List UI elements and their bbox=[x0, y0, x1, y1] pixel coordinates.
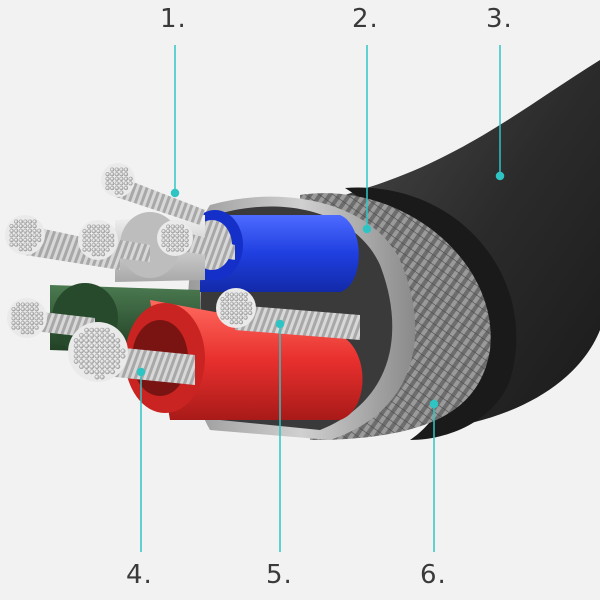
callout-number-1: 1. bbox=[160, 4, 187, 34]
strand-right bbox=[235, 305, 360, 340]
callout-number-4: 4. bbox=[126, 560, 153, 590]
callout-number-2: 2. bbox=[352, 4, 379, 34]
leader-dot-1 bbox=[170, 188, 180, 198]
callout-number-3: 3. bbox=[486, 4, 513, 34]
callout-number-5: 5. bbox=[266, 560, 293, 590]
leader-dot-4 bbox=[136, 367, 146, 377]
strand-top-1 bbox=[110, 175, 205, 225]
leader-lines bbox=[136, 45, 505, 552]
leader-dot-3 bbox=[495, 171, 505, 181]
strand-end-center bbox=[157, 220, 193, 256]
callout-number-6: 6. bbox=[420, 560, 447, 590]
leader-dot-2 bbox=[362, 224, 372, 234]
leader-dot-5 bbox=[275, 319, 285, 329]
leader-dot-6 bbox=[429, 399, 439, 409]
